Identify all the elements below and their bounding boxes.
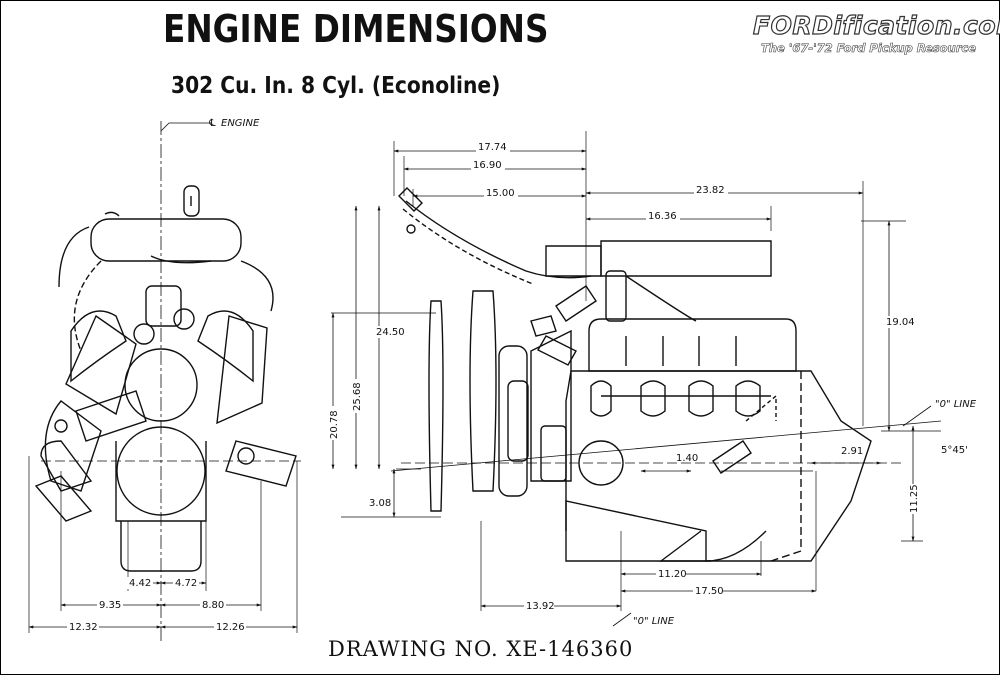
dim-12-26: 12.26 [216,622,245,633]
centerline-label: ENGINE [221,118,260,129]
zero-line-label-right: "0" LINE [935,399,977,410]
dim-20-78: 20.78 [329,410,340,439]
dim-12-32: 12.32 [69,622,98,633]
engine-subtitle: 302 Cu. In. 8 Cyl. (Econoline) [171,73,501,99]
dim-11-20: 11.20 [658,569,687,580]
dim-8-80: 8.80 [202,600,224,611]
angle-label: 5°45' [941,445,968,456]
dim-3-08: 3.08 [369,498,391,509]
page-title: ENGINE DIMENSIONS [163,7,549,51]
dim-11-25: 11.25 [909,484,920,513]
watermark-logo: FORDification.com [752,10,1000,40]
dim-16-36: 16.36 [648,211,677,222]
dim-15-00: 15.00 [486,188,515,199]
dim-1-40: 1.40 [676,453,698,464]
dim-13-92: 13.92 [526,601,555,612]
dim-25-68: 25.68 [352,382,363,411]
dim-4-42: 4.42 [129,578,151,589]
front-view [28,121,301,641]
dim-23-82: 23.82 [696,185,725,196]
centerline-symbol: ℄ [208,118,217,129]
dim-17-74: 17.74 [478,142,507,153]
dim-16-90: 16.90 [473,160,502,171]
side-view [390,187,942,562]
dim-4-72: 4.72 [175,578,197,589]
dim-17-50: 17.50 [695,586,724,597]
watermark-tagline: The '67-'72 Ford Pickup Resource [761,41,977,56]
dim-2-91: 2.91 [841,446,863,457]
drawing-number: DRAWING NO. XE-146360 [328,637,634,661]
dim-24-50: 24.50 [376,327,405,338]
dim-9-35: 9.35 [99,600,121,611]
dim-19-04: 19.04 [886,317,915,328]
zero-line-label-bottom: "0" LINE [633,616,675,627]
